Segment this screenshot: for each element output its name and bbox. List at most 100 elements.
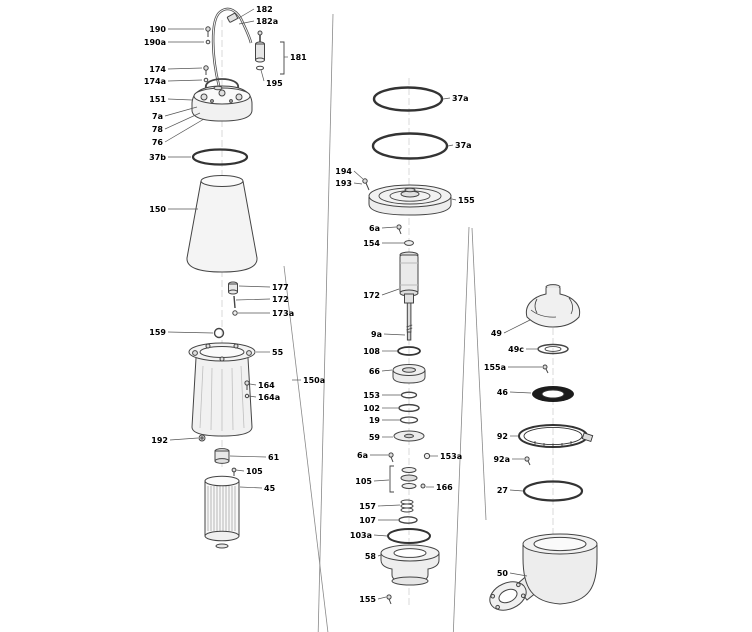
part-153-ring	[400, 391, 418, 399]
part-181-connector	[255, 30, 285, 75]
part-label-6a-upper: 6a	[369, 224, 380, 233]
part-label-61: 61	[268, 453, 280, 462]
part-9a-key	[406, 331, 412, 341]
part-label-103a: 103a	[350, 531, 372, 540]
part-155a-screw	[542, 364, 549, 374]
part-46-seal-ring	[532, 386, 574, 402]
part-37a-oring-upper	[372, 86, 444, 112]
part-37b-oring	[191, 148, 249, 166]
part-label-151: 151	[149, 95, 166, 104]
part-label-182: 182	[256, 5, 273, 14]
part-157-spring-seal	[400, 499, 414, 513]
part-105-seal-stack	[389, 465, 418, 493]
part-59-disc	[393, 430, 425, 442]
part-66-bearing	[392, 364, 426, 384]
part-37a-oring-lower	[371, 132, 449, 160]
part-6a-screw-lower	[388, 452, 394, 463]
part-61-coupling	[214, 448, 230, 464]
part-label-59: 59	[369, 433, 381, 442]
part-label-50: 50	[497, 569, 509, 578]
part-label-92: 92	[497, 432, 508, 441]
part-label-46: 46	[497, 388, 509, 397]
part-label-105-left: 105	[246, 467, 263, 476]
part-154-washer	[404, 240, 414, 246]
part-label-6a-lower: 6a	[357, 451, 368, 460]
part-label-9a: 9a	[371, 330, 382, 339]
part-50-volute-casing	[489, 533, 598, 611]
part-label-150a: 150a	[303, 376, 325, 385]
part-151-top-cover	[191, 78, 253, 122]
part-177-gland	[228, 281, 238, 316]
part-105-screw-left	[231, 467, 237, 476]
part-label-155a: 155a	[484, 363, 506, 372]
part-153a-washer	[423, 452, 431, 460]
part-label-45: 45	[264, 484, 276, 493]
part-label-181: 181	[290, 53, 307, 62]
part-102-ring	[398, 403, 420, 413]
part-label-193: 193	[335, 179, 352, 188]
part-label-164a: 164a	[258, 393, 280, 402]
part-label-194: 194	[335, 167, 352, 176]
part-label-159: 159	[149, 328, 166, 337]
part-27-oring	[522, 480, 584, 502]
part-label-19: 19	[369, 416, 381, 425]
part-labels: 182 182a 190 190a 174 174a 151 181 195 7…	[144, 5, 524, 604]
part-155-seal-plate	[368, 184, 452, 216]
part-108-oring	[397, 346, 421, 356]
part-label-78: 78	[152, 125, 164, 134]
part-label-49: 49	[491, 329, 503, 338]
part-label-92a: 92a	[493, 455, 510, 464]
part-label-192: 192	[151, 436, 168, 445]
part-label-76: 76	[152, 138, 164, 147]
part-159-ring	[213, 327, 225, 339]
part-label-7a: 7a	[152, 112, 163, 121]
part-172-rotor	[399, 251, 419, 333]
part-label-155-bottom: 155	[359, 595, 376, 604]
part-19-ring	[399, 416, 419, 424]
part-55-motor-housing	[188, 342, 256, 437]
part-label-190: 190	[149, 25, 166, 34]
part-45-strainer	[204, 475, 240, 549]
part-164-screw	[244, 380, 250, 399]
part-label-173a: 173a	[272, 309, 294, 318]
part-label-154: 154	[363, 239, 380, 248]
part-label-195: 195	[266, 79, 283, 88]
part-label-174a: 174a	[144, 77, 166, 86]
part-label-172-mid: 172	[363, 291, 380, 300]
part-192-plug	[198, 434, 206, 442]
part-label-153a: 153a	[440, 452, 462, 461]
part-155-screw-bottom	[386, 594, 392, 605]
part-label-107: 107	[359, 516, 376, 525]
part-label-157: 157	[359, 502, 376, 511]
part-label-155-mid: 155	[458, 196, 475, 205]
part-6a-screw-upper	[396, 224, 402, 235]
leader-lines	[164, 8, 542, 600]
part-label-105-mid: 105	[355, 477, 372, 486]
part-label-166: 166	[436, 483, 453, 492]
part-190-screw	[205, 26, 211, 45]
part-label-27: 27	[497, 486, 508, 495]
part-label-174: 174	[149, 65, 166, 74]
part-label-177: 177	[272, 283, 289, 292]
part-label-37a-upper: 37a	[452, 94, 469, 103]
part-label-37a-lower: 37a	[455, 141, 472, 150]
part-label-58: 58	[365, 552, 377, 561]
boundary-lines	[283, 13, 487, 632]
part-label-172-left: 172	[272, 295, 289, 304]
part-label-66: 66	[369, 367, 381, 376]
part-49c-ring	[537, 343, 569, 355]
part-label-37b: 37b	[149, 153, 166, 162]
part-193-screw	[362, 178, 370, 191]
part-label-190a: 190a	[144, 38, 166, 47]
part-label-153: 153	[363, 391, 380, 400]
part-label-182a: 182a	[256, 17, 278, 26]
part-92a-screw	[524, 456, 531, 466]
part-174-screw	[203, 65, 209, 83]
part-cable	[211, 7, 253, 87]
part-label-150: 150	[149, 205, 166, 214]
part-166-pin	[420, 483, 426, 489]
part-label-55: 55	[272, 348, 284, 357]
part-92-clamp-band	[518, 424, 594, 448]
